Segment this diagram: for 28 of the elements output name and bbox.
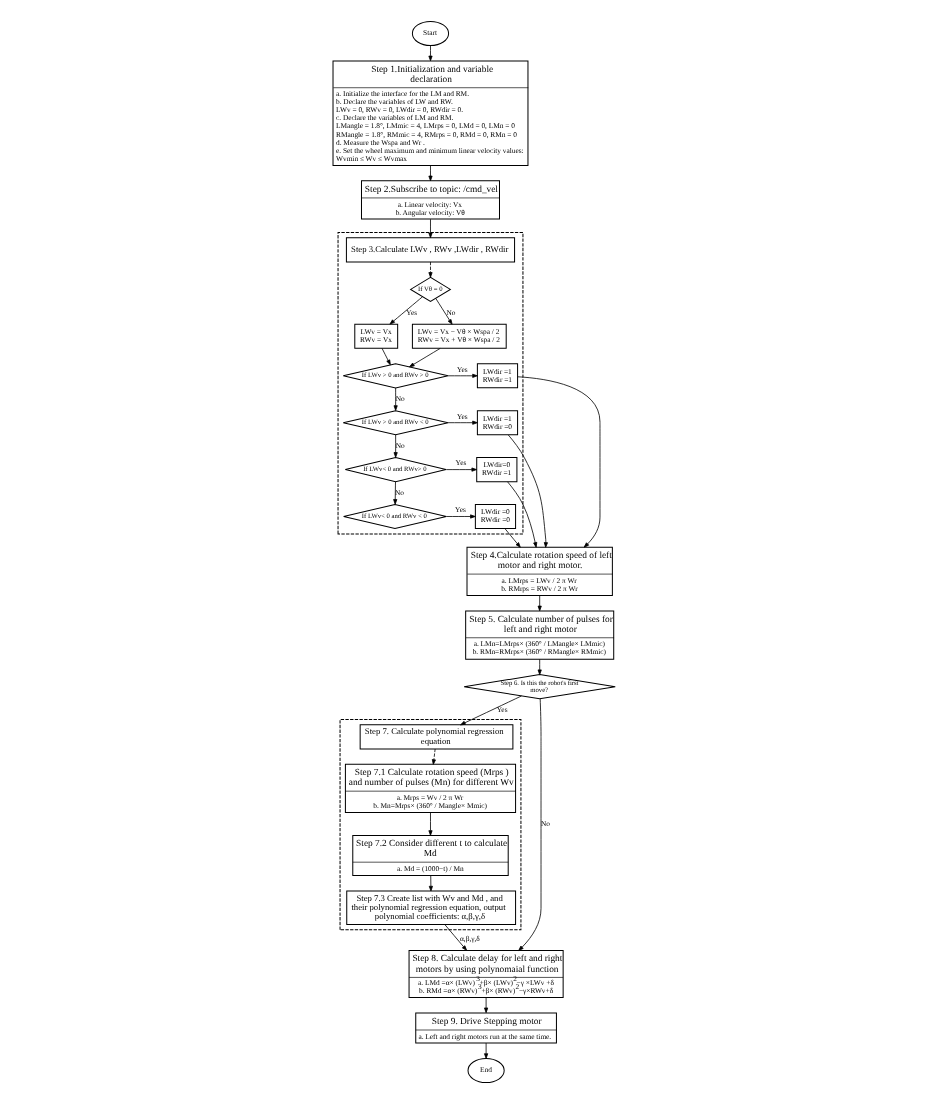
arrow	[446, 514, 476, 519]
arrow	[537, 595, 542, 612]
arrow	[428, 812, 433, 836]
arrow	[435, 298, 453, 325]
arrow	[518, 698, 542, 951]
arrow	[393, 387, 398, 411]
arrow	[428, 875, 433, 892]
arrow	[393, 434, 398, 458]
arrow	[428, 165, 433, 182]
arrow	[428, 261, 433, 278]
arrow	[431, 748, 436, 765]
arrow	[447, 420, 478, 425]
arrow	[428, 218, 433, 239]
arrow	[444, 924, 468, 951]
arrow	[389, 296, 423, 325]
arrow	[381, 348, 391, 366]
arrow	[447, 373, 478, 378]
arrow	[445, 467, 477, 472]
arrow	[507, 434, 548, 548]
arrow	[537, 659, 542, 675]
arrow	[504, 528, 521, 548]
arrow	[484, 997, 489, 1014]
arrow	[517, 376, 601, 548]
arrow	[507, 481, 538, 548]
arrow	[428, 45, 433, 62]
arrow	[460, 695, 522, 726]
arrow	[484, 1042, 489, 1059]
arrow	[409, 348, 441, 368]
